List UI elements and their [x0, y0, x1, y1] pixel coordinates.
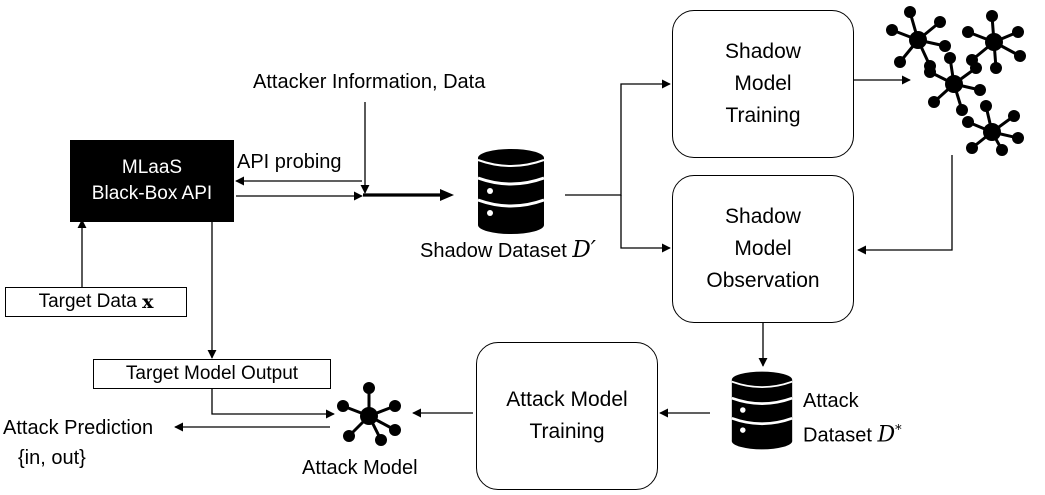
api-probing-label: API probing: [237, 151, 342, 173]
database-icon: [731, 371, 793, 450]
attack-dataset-label-line2: Dataset D*: [803, 422, 902, 448]
attacker-information-label: Attacker Information, Data: [253, 71, 486, 93]
network-model-icon: [924, 52, 986, 116]
network-model-icon: [337, 382, 401, 446]
target-data-symbol: x: [142, 291, 154, 313]
blackbox-line2: Black-Box API: [91, 183, 213, 204]
network-model-icon: [962, 10, 1026, 74]
attack-model-training-box: Attack Model Training: [476, 342, 658, 490]
attack-dataset-label-line1: Attack: [803, 390, 859, 412]
blackbox-line1: MLaaS: [121, 157, 183, 178]
shadow-models-icon: [886, 6, 1026, 156]
network-model-icon: [962, 100, 1024, 156]
attack-prediction-values: {in, out}: [18, 447, 86, 469]
arrow-output-to-attack-model: [211, 388, 335, 419]
shadow-dataset-symbol: D′: [572, 237, 596, 263]
shadow-model-training-box: Shadow Model Training: [672, 10, 854, 158]
attack-dataset-sup: *: [895, 423, 902, 438]
target-data-box: Target Data x: [5, 287, 187, 317]
arrow-dataset-split: [565, 79, 671, 196]
mlaas-blackbox-api: MLaaS Black-Box API: [70, 140, 234, 222]
arrow-models-to-observation: [857, 155, 953, 255]
network-model-icon: [886, 6, 951, 72]
database-icon: [477, 149, 545, 234]
target-model-output-label: Target Model Output: [125, 363, 299, 384]
target-model-output-box: Target Model Output: [93, 359, 331, 389]
attack-dataset-symbol: D: [877, 422, 896, 448]
attack-prediction-label: Attack Prediction: [3, 417, 154, 439]
shadow-model-observation-box: Shadow Model Observation: [672, 175, 854, 323]
shadow-dataset-label: Shadow Dataset D′: [420, 237, 596, 263]
attack-model-label: Attack Model: [302, 457, 418, 479]
target-data-label: Target Data: [38, 291, 137, 312]
